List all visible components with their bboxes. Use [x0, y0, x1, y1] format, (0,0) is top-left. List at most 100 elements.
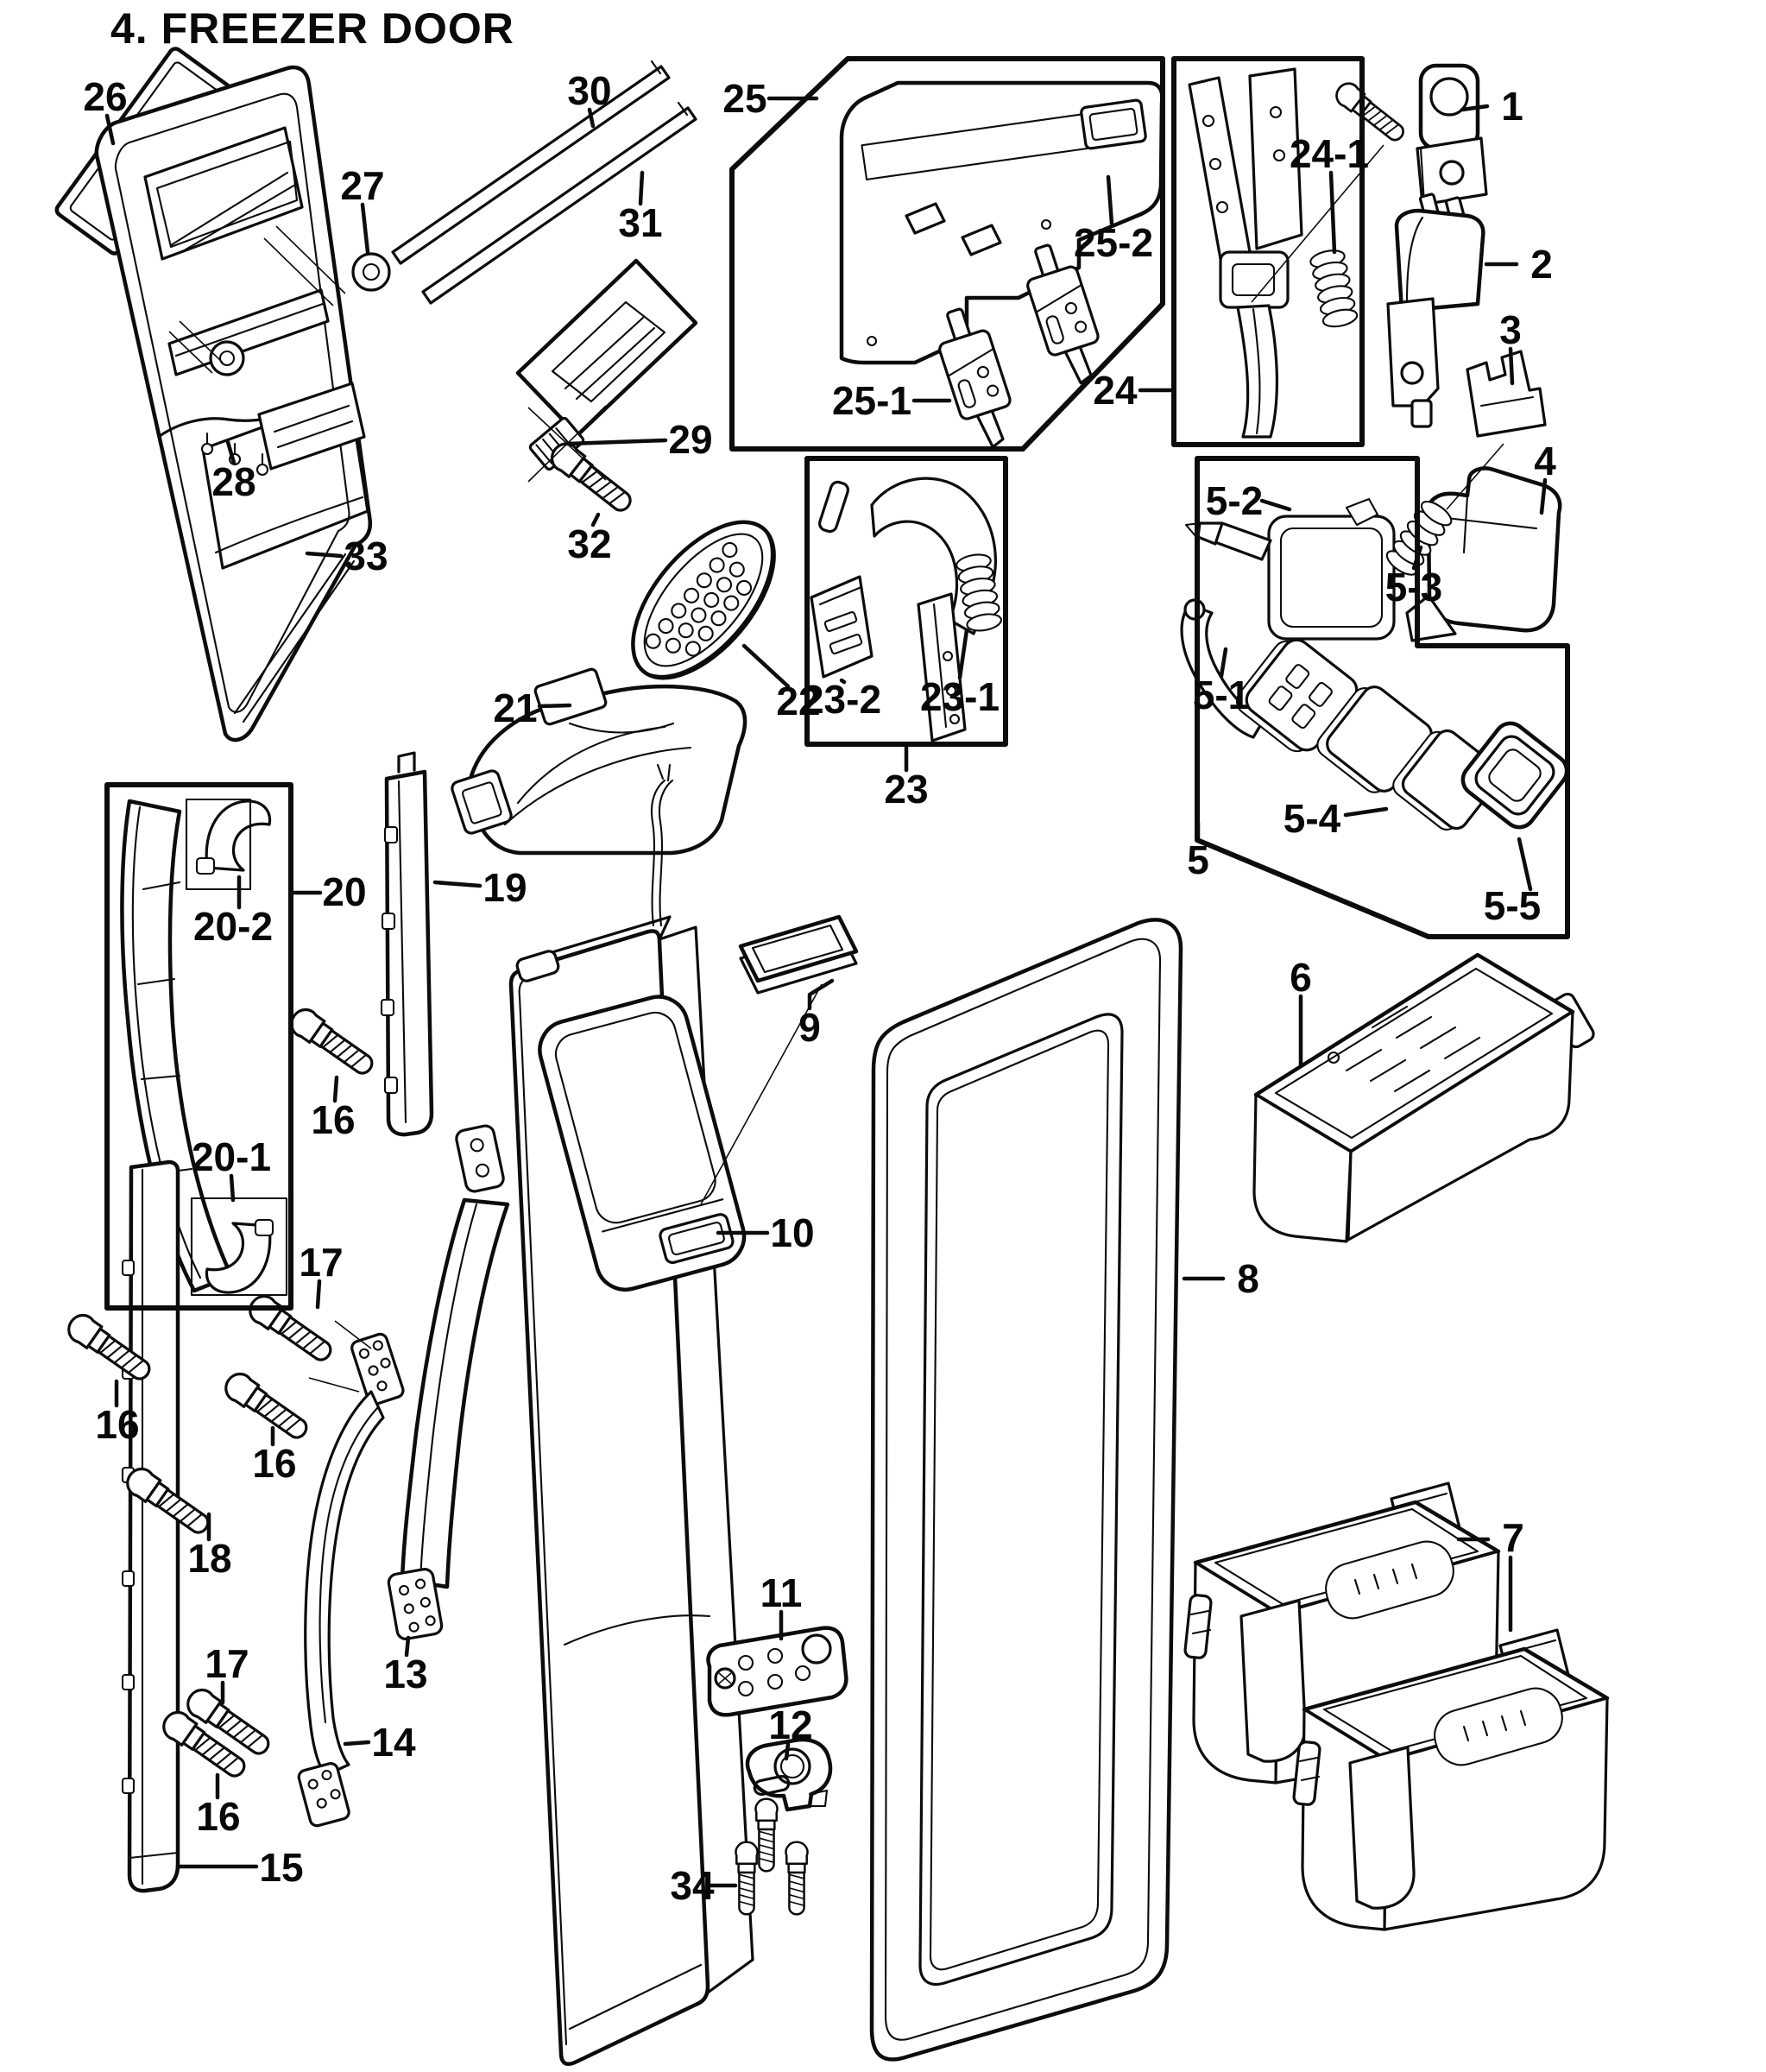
part-6-door-bin: [1252, 952, 1595, 1243]
part-label-20-28: 20: [322, 869, 366, 914]
part-label-29-44: 29: [668, 417, 712, 462]
part-10-freezer-door: [508, 763, 754, 2066]
part-label-1-0: 1: [1501, 84, 1523, 129]
leader-29-0: [565, 438, 668, 446]
part-label-32-47: 32: [567, 521, 611, 566]
alignment-line-6: [179, 320, 224, 363]
part-label-23-2-35: 23-2: [802, 677, 881, 722]
part-5-5-frame-pad: [1460, 721, 1569, 830]
part-label-30-45: 30: [567, 68, 611, 113]
leader-28-0: [225, 439, 237, 465]
part-12-hinge-cam: [745, 1737, 833, 1812]
part-label-22-32: 22: [776, 679, 820, 723]
group-box-25: [729, 56, 1165, 452]
part-21-funnel: [451, 667, 747, 856]
part-label-5-2-6: 5-2: [1206, 478, 1263, 523]
leader-27-0: [360, 202, 370, 255]
leader-19-0: [432, 880, 482, 888]
leader-5-1-0: [1219, 647, 1228, 679]
part-label-5-5-9: 5-5: [1484, 883, 1541, 928]
leader-16-0: [332, 1075, 339, 1103]
part-label-31-46: 31: [618, 200, 662, 245]
part-label-11-15: 11: [760, 1570, 803, 1615]
leader-5-3-0: [1411, 545, 1423, 571]
part-label-19-27: 19: [482, 865, 527, 910]
leader-30-0: [587, 107, 596, 129]
leader-14-0: [343, 1740, 371, 1747]
part-label-16-23: 16: [196, 1794, 240, 1839]
part-24-1-spring: [1308, 246, 1360, 331]
part-16-screw: [219, 1367, 314, 1446]
alignment-line-7: [168, 331, 213, 374]
part-34-screw: [754, 1797, 779, 1873]
part-23-2-flap: [810, 575, 874, 679]
part-label-24-36: 24: [1093, 368, 1138, 413]
leader-25-2-0: [1106, 174, 1114, 226]
alignment-line-0: [1251, 144, 1384, 303]
part-label-15-19: 15: [259, 1845, 303, 1890]
leader-23-1-0: [957, 628, 969, 680]
part-label-10-14: 10: [770, 1210, 814, 1255]
part-label-2-1: 2: [1530, 242, 1553, 287]
part-15-trim-rail: [121, 1159, 180, 1893]
part-label-3-2: 3: [1499, 307, 1522, 352]
part-label-12-16: 12: [768, 1702, 812, 1747]
group-box-24: [1171, 56, 1365, 447]
part-label-5-4-8: 5-4: [1284, 796, 1341, 841]
part-label-18-26: 18: [187, 1536, 231, 1581]
leader-3-0: [1508, 346, 1515, 386]
part-9-tray: [738, 914, 859, 995]
alignment-line-4: [275, 225, 346, 294]
part-2-switch: [1386, 193, 1485, 428]
part-label-5-4: 5: [1187, 837, 1209, 882]
part-label-25-38: 25: [722, 76, 766, 121]
part-34-screw: [785, 1841, 809, 1916]
alignment-line-8: [334, 1320, 372, 1349]
part-33-door-liner: [94, 65, 372, 742]
part-label-26-41: 26: [83, 74, 127, 119]
alignment-line-10: [700, 983, 823, 1205]
part-label-25-1-39: 25-1: [832, 378, 911, 423]
part-label-25-2-40: 25-2: [1074, 220, 1153, 265]
part-30-rail: [391, 60, 671, 265]
part-13-handle: [387, 1124, 510, 1640]
leader-9-0: [807, 978, 835, 1011]
part-label-9-13: 9: [798, 1005, 821, 1050]
part-16-screw: [285, 1002, 380, 1082]
part-label-17-25: 17: [205, 1641, 249, 1686]
page-title: 4. FREEZER DOOR: [110, 4, 514, 53]
part-label-16-21: 16: [95, 1402, 139, 1447]
part-34-screw: [735, 1841, 759, 1916]
part-11-hinge-plate: [706, 1626, 848, 1717]
part-4-bracket: [1405, 466, 1562, 642]
part-label-34-49: 34: [670, 1863, 715, 1908]
part-22-drip-tray: [631, 520, 776, 680]
part-label-13-17: 13: [383, 1652, 427, 1696]
part-label-17-24: 17: [299, 1240, 343, 1285]
group-box-20: [104, 782, 293, 1311]
leader-32-0: [590, 512, 601, 527]
part-8-gasket: [869, 918, 1183, 2062]
part-label-20-2-30: 20-2: [193, 904, 273, 949]
leader-31-0: [638, 170, 645, 206]
leader-33-0: [305, 551, 344, 559]
part-23-fork: [818, 477, 997, 742]
part-label-27-42: 27: [340, 163, 384, 208]
leader-21-0: [537, 703, 572, 709]
leader-23-2-0: [839, 678, 847, 685]
leader-24-1-0: [1328, 170, 1337, 255]
leader-5-4-0: [1343, 806, 1389, 818]
alignment-line-1: [1446, 443, 1504, 510]
part-27-grommet: [209, 252, 391, 376]
part-24-lever: [1188, 67, 1303, 439]
group-box-20-1: [190, 1197, 288, 1297]
part-3-cover-clip: [1466, 350, 1547, 438]
part-label-8-12: 8: [1237, 1256, 1259, 1301]
leader-20-1-0: [229, 1173, 236, 1203]
part-20-2-clip: [195, 799, 272, 875]
part-label-28-43: 28: [211, 459, 255, 504]
part-label-7-11: 7: [1502, 1515, 1524, 1560]
leader-26-0: [104, 113, 116, 146]
leader-5-5-0: [1517, 837, 1533, 892]
